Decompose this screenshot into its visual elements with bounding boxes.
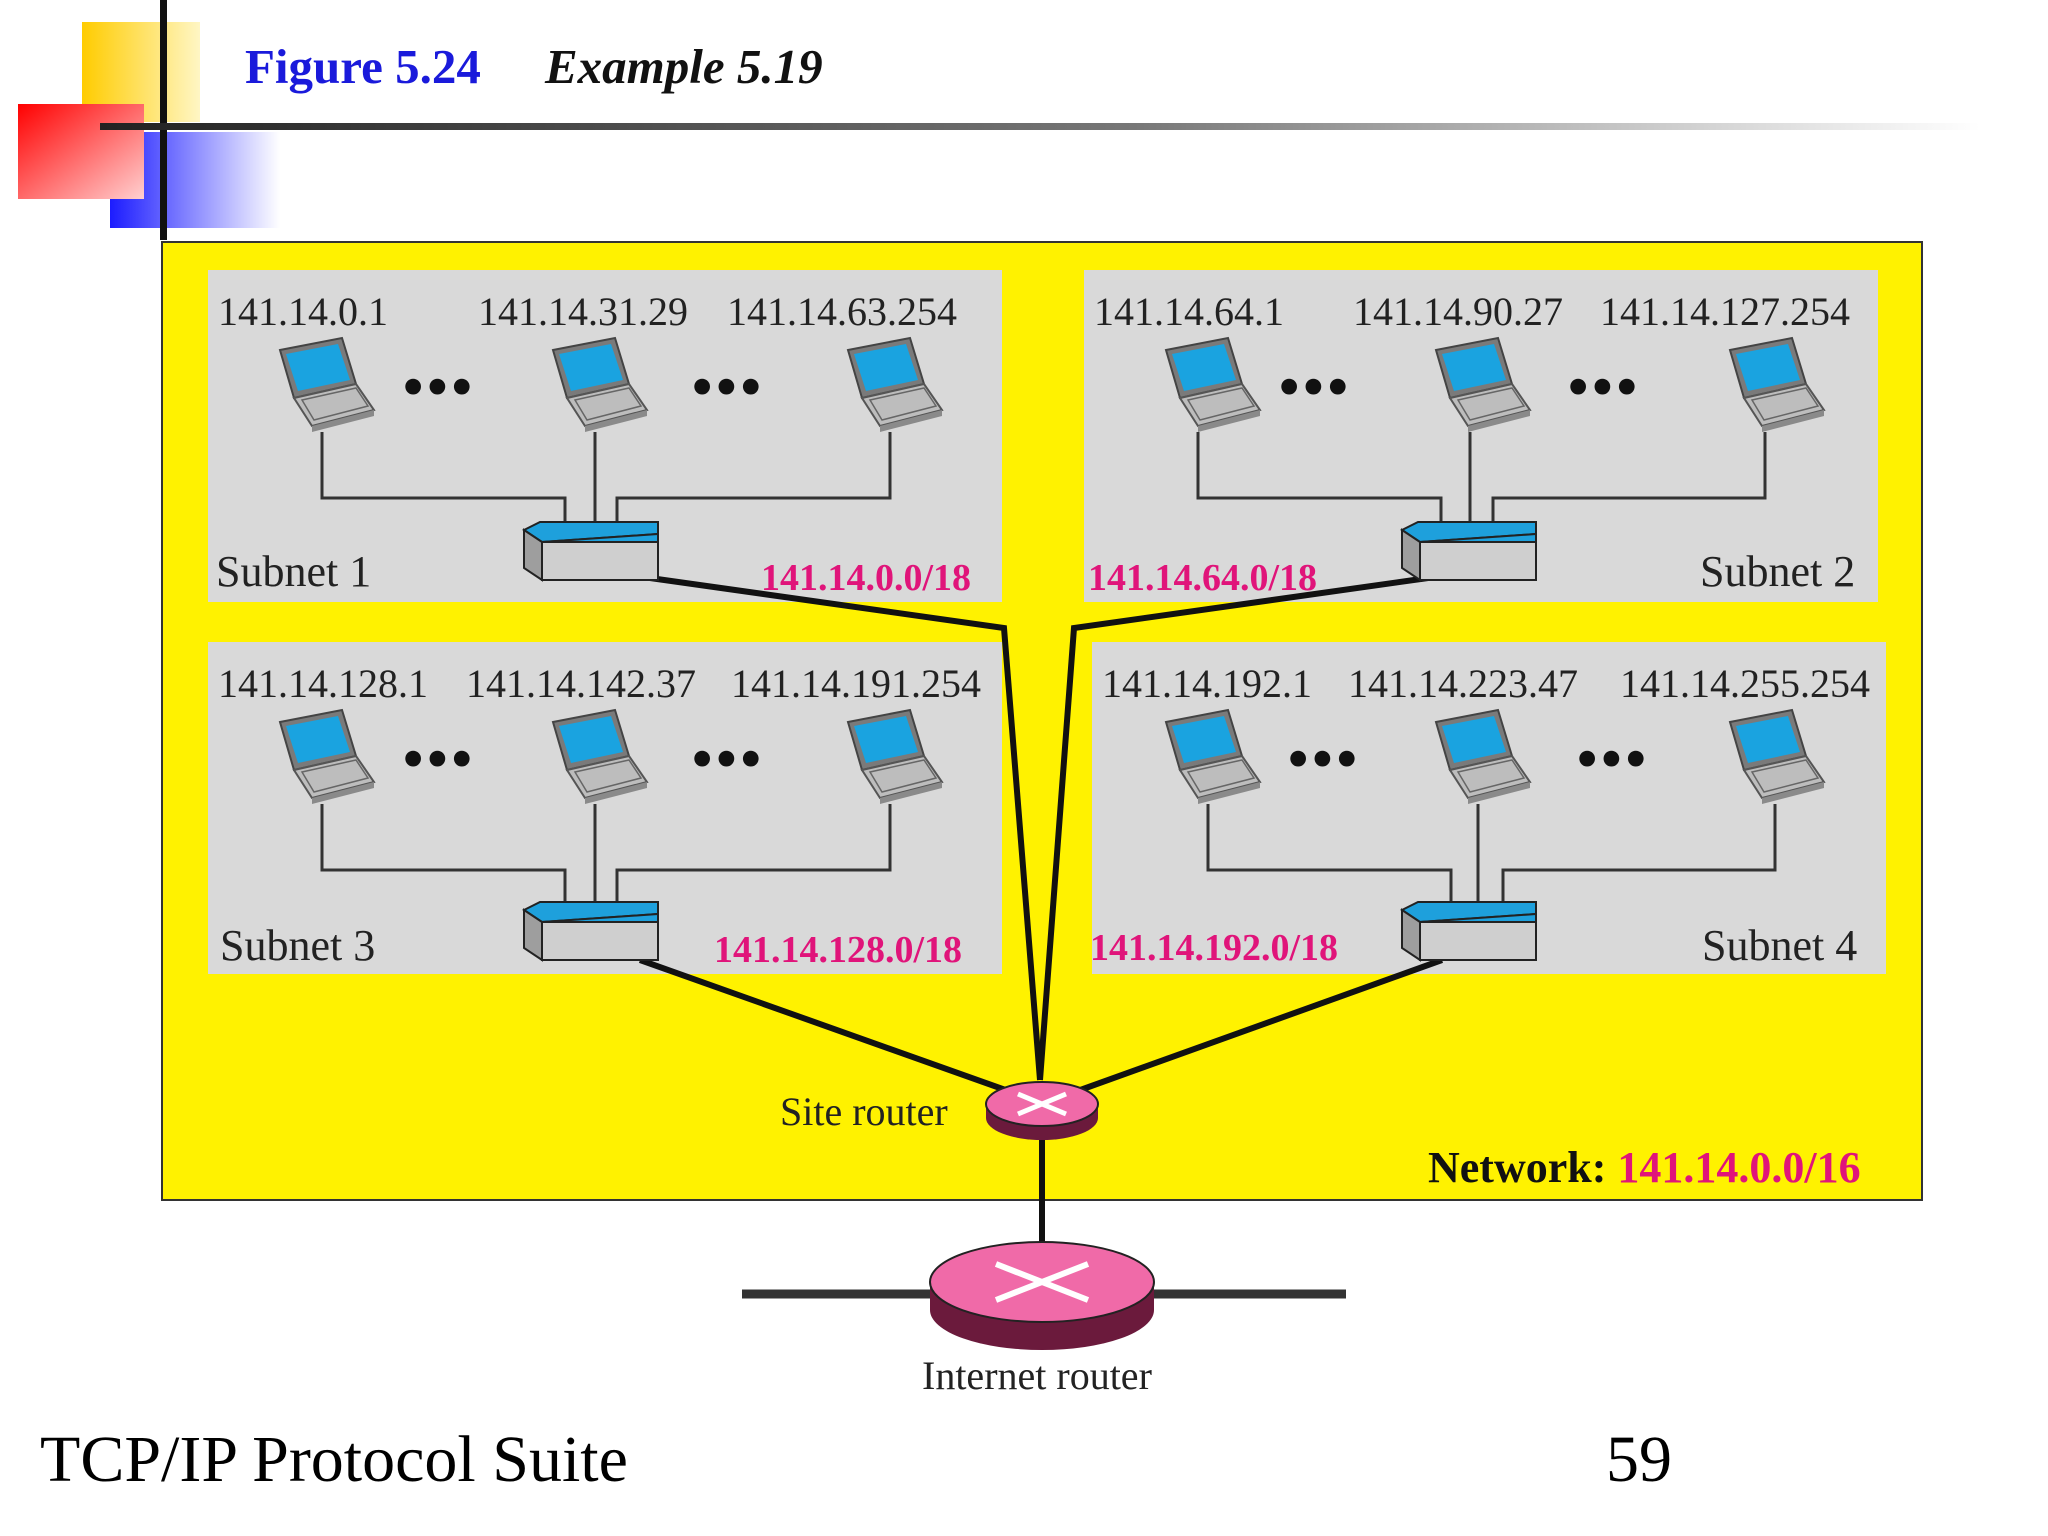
host-ip: 141.14.223.47 [1348,661,1578,706]
switch-icon [1401,521,1537,581]
ellipsis-icon: ••• [1568,354,1641,419]
switch-icon [523,901,659,961]
subnet-4-wiring [1206,804,1777,902]
switch-icon [1401,901,1537,961]
subnet-prefix: 141.14.0.0/18 [761,557,972,599]
subnet-prefix: 141.14.64.0/18 [1088,557,1318,599]
ellipsis-icon: ••• [1577,726,1650,791]
switch-icon [523,521,659,581]
trunk-links [638,575,1444,1250]
footer-title: TCP/IP Protocol Suite [40,1423,628,1496]
deco-vertical-rule [160,0,167,240]
host-ip: 141.14.128.1 [218,661,428,706]
router-icon [929,1241,1155,1350]
subnet-label: Subnet 1 [216,547,372,596]
ellipsis-icon: ••• [403,354,476,419]
host-ip: 141.14.255.254 [1620,661,1870,706]
host-ip: 141.14.64.1 [1094,289,1284,334]
network-label-text: Network: [1428,1143,1607,1192]
ellipsis-icon: ••• [1279,354,1352,419]
internet-router-label: Internet router [922,1353,1152,1398]
host-ip: 141.14.192.1 [1102,661,1312,706]
subnet-2-wiring [1196,432,1767,528]
site-router-label: Site router [780,1089,948,1134]
deco-red-square [18,104,144,199]
page-number: 59 [1606,1423,1672,1496]
ellipsis-icon: ••• [692,354,765,419]
subnet-1-wiring [320,432,892,528]
router-icon [985,1081,1099,1140]
ellipsis-icon: ••• [1288,726,1361,791]
host-ip: 141.14.63.254 [727,289,957,334]
subnet-label: Subnet 4 [1702,921,1858,970]
subnet-prefix: 141.14.128.0/18 [714,929,963,971]
network-address: 141.14.0.0/16 [1617,1143,1861,1192]
host-ip: 141.14.31.29 [478,289,688,334]
host-ip: 141.14.127.254 [1600,289,1850,334]
deco-horizontal-rule [100,123,1980,130]
ellipsis-icon: ••• [403,726,476,791]
network-label: Network: 141.14.0.0/16 [1428,1142,1861,1193]
host-ip: 141.14.90.27 [1353,289,1563,334]
host-ip: 141.14.142.37 [466,661,696,706]
subnet-prefix: 141.14.192.0/18 [1090,927,1339,969]
subnet-label: Subnet 3 [220,921,376,970]
host-ip: 141.14.0.1 [218,289,388,334]
ellipsis-icon: ••• [692,726,765,791]
figure-label: Figure 5.24 [245,39,481,94]
subnet-label: Subnet 2 [1700,547,1856,596]
example-label: Example 5.19 [545,39,823,94]
host-ip: 141.14.191.254 [731,661,981,706]
subnet-3-wiring [320,804,892,902]
